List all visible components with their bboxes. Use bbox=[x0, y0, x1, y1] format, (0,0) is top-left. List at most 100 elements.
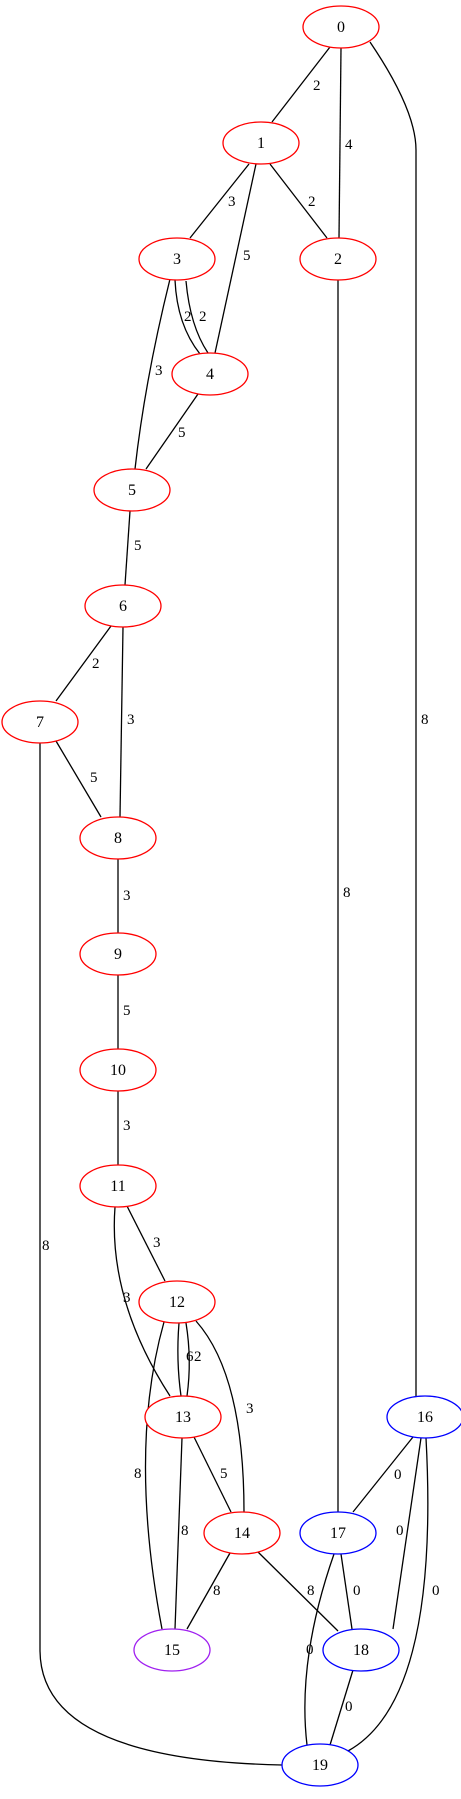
edge-label-4-5: 5 bbox=[178, 425, 186, 441]
node-ellipse-17 bbox=[299, 1511, 377, 1555]
edge-0-1 bbox=[271, 46, 331, 123]
node-ellipse-1 bbox=[222, 121, 300, 165]
edge-label-16-19: 0 bbox=[432, 1583, 440, 1599]
edge-label-0-16: 8 bbox=[421, 712, 429, 728]
node-ellipse-9 bbox=[79, 932, 157, 976]
node-label-19: 19 bbox=[312, 1757, 328, 1774]
node-1: 1 bbox=[222, 121, 300, 165]
node-15: 15 bbox=[133, 1628, 211, 1672]
edge-label-3-4: 2 bbox=[199, 309, 207, 325]
node-ellipse-14 bbox=[203, 1511, 281, 1555]
edge-4-5 bbox=[145, 393, 199, 470]
edge-label-0-2: 4 bbox=[345, 137, 353, 153]
edge-3-4 bbox=[185, 280, 209, 354]
edge-label-3-4: 2 bbox=[184, 309, 192, 325]
edge-label-6-7: 2 bbox=[92, 656, 100, 672]
node-ellipse-3 bbox=[138, 237, 216, 281]
edge-label-14-15: 8 bbox=[213, 1583, 221, 1599]
edge-0-16 bbox=[369, 41, 417, 1396]
edge-17-19 bbox=[304, 1553, 335, 1746]
node-12: 12 bbox=[138, 1280, 216, 1324]
node-17: 17 bbox=[299, 1511, 377, 1555]
node-label-1: 1 bbox=[257, 135, 265, 152]
edge-16-19 bbox=[347, 1437, 429, 1752]
node-label-18: 18 bbox=[353, 1642, 369, 1659]
node-5: 5 bbox=[93, 468, 171, 512]
edge-1-2 bbox=[269, 163, 328, 239]
edge-label-8-9: 3 bbox=[123, 888, 131, 904]
edge-7-19 bbox=[39, 743, 283, 1766]
node-label-14: 14 bbox=[234, 1525, 250, 1542]
node-ellipse-10 bbox=[79, 1048, 157, 1092]
edge-label-3-5: 3 bbox=[155, 363, 163, 379]
edge-16-18 bbox=[392, 1437, 422, 1630]
edges-layer bbox=[39, 41, 429, 1766]
edge-7-8 bbox=[55, 740, 102, 818]
node-label-13: 13 bbox=[175, 1409, 191, 1426]
node-ellipse-12 bbox=[138, 1280, 216, 1324]
node-ellipse-5 bbox=[93, 468, 171, 512]
node-16: 16 bbox=[386, 1395, 461, 1439]
edge-label-18-19: 0 bbox=[345, 1699, 353, 1715]
node-ellipse-8 bbox=[79, 816, 157, 860]
node-label-8: 8 bbox=[114, 830, 122, 847]
edge-label-1-3: 3 bbox=[228, 194, 236, 210]
edge-label-13-14: 5 bbox=[220, 1466, 228, 1482]
edge-label-1-2: 2 bbox=[308, 194, 316, 210]
node-3: 3 bbox=[138, 237, 216, 281]
node-ellipse-15 bbox=[133, 1628, 211, 1672]
edge-16-17 bbox=[352, 1436, 414, 1513]
edge-5-6 bbox=[124, 510, 131, 586]
node-ellipse-13 bbox=[144, 1395, 222, 1439]
edge-11-12 bbox=[126, 1205, 166, 1282]
edge-label-12-15: 8 bbox=[134, 1466, 142, 1482]
node-label-16: 16 bbox=[417, 1409, 433, 1426]
node-ellipse-11 bbox=[79, 1164, 157, 1208]
node-label-9: 9 bbox=[114, 946, 122, 963]
edge-6-7 bbox=[55, 625, 112, 702]
node-label-17: 17 bbox=[330, 1525, 346, 1542]
node-label-5: 5 bbox=[128, 482, 136, 499]
edge-label-12-13: 2 bbox=[194, 1349, 202, 1365]
edge-12-14 bbox=[195, 1320, 245, 1513]
edge-label-7-19: 8 bbox=[42, 1238, 50, 1254]
node-ellipse-6 bbox=[84, 584, 162, 628]
edge-0-2 bbox=[338, 47, 342, 239]
node-ellipse-19 bbox=[281, 1743, 359, 1787]
edge-3-4 bbox=[174, 279, 201, 355]
node-8: 8 bbox=[79, 816, 157, 860]
edge-label-14-18: 8 bbox=[307, 1583, 315, 1599]
node-11: 11 bbox=[79, 1164, 157, 1208]
edge-label-16-17: 0 bbox=[394, 1467, 402, 1483]
node-2: 2 bbox=[299, 237, 377, 281]
node-ellipse-18 bbox=[322, 1628, 400, 1672]
edge-14-18 bbox=[257, 1551, 339, 1632]
node-label-7: 7 bbox=[36, 714, 44, 731]
edge-label-2-17: 8 bbox=[343, 885, 351, 901]
node-9: 9 bbox=[79, 932, 157, 976]
edge-label-17-19: 0 bbox=[306, 1642, 314, 1658]
edge-label-16-18: 0 bbox=[396, 1523, 404, 1539]
edge-12-13 bbox=[185, 1322, 190, 1397]
node-7: 7 bbox=[1, 700, 79, 744]
edge-1-4 bbox=[214, 163, 257, 354]
node-ellipse-2 bbox=[299, 237, 377, 281]
node-13: 13 bbox=[144, 1395, 222, 1439]
edge-11-13 bbox=[113, 1206, 171, 1397]
node-label-12: 12 bbox=[169, 1294, 185, 1311]
node-ellipse-16 bbox=[386, 1395, 461, 1439]
node-label-4: 4 bbox=[206, 366, 214, 383]
node-4: 4 bbox=[171, 352, 249, 396]
node-label-2: 2 bbox=[334, 251, 342, 268]
edge-label-17-18: 0 bbox=[353, 1583, 361, 1599]
node-label-10: 10 bbox=[110, 1062, 126, 1079]
edge-6-8 bbox=[119, 626, 124, 818]
node-ellipse-7 bbox=[1, 700, 79, 744]
edge-label-5-6: 5 bbox=[134, 538, 142, 554]
node-label-6: 6 bbox=[119, 598, 127, 615]
edge-label-1-4: 5 bbox=[243, 248, 251, 264]
node-10: 10 bbox=[79, 1048, 157, 1092]
